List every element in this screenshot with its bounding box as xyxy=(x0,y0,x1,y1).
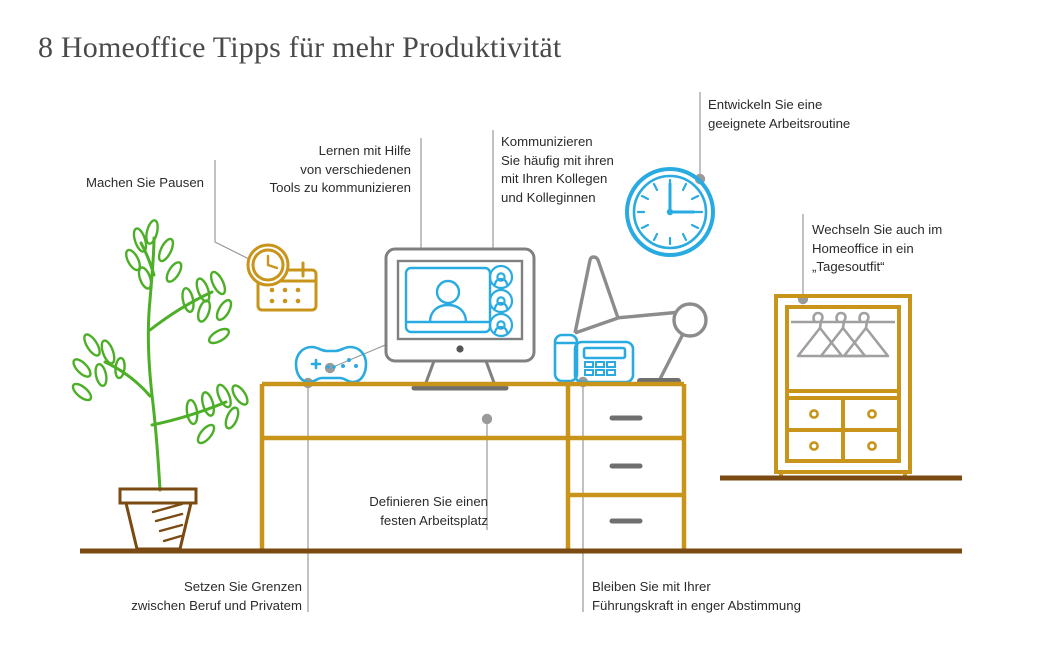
wardrobe-outer xyxy=(774,294,912,474)
phone-handset xyxy=(553,333,579,383)
wardrobe-knob-2 xyxy=(867,409,877,419)
plant-leaves xyxy=(71,219,249,445)
wardrobe-knob-1 xyxy=(809,409,819,419)
hanger-3 xyxy=(842,311,890,358)
monitor-icon xyxy=(384,247,536,391)
lamp-arm-lower xyxy=(657,333,685,382)
wardrobe-icon xyxy=(774,294,912,478)
monitor-participants xyxy=(488,264,514,338)
wardrobe-knobs xyxy=(809,409,877,451)
drawer-handles xyxy=(609,415,643,524)
gamepad-dpad xyxy=(310,358,322,370)
dot-arbeitsplatz xyxy=(481,413,493,425)
plant-branch-right-lower xyxy=(150,400,228,427)
tip-bleiben-sie-abstimmung: Bleiben Sie mit Ihrer Führungskraft in e… xyxy=(592,579,801,613)
tip-wechseln-sie-tagesoutfit: Wechseln Sie auch im Homeoffice in ein „… xyxy=(812,222,943,274)
lamp-shade-bottom xyxy=(574,316,619,335)
ground-lines xyxy=(80,475,962,554)
wall-clock-center xyxy=(666,208,674,216)
monitor-power-dot xyxy=(456,345,464,353)
wall-clock-ticks xyxy=(636,178,704,246)
video-person-head xyxy=(435,279,461,305)
tip-setzen-sie-grenzen: Setzen Sie Grenzen zwischen Beruf und Pr… xyxy=(131,579,302,613)
pot-texture xyxy=(151,502,184,543)
participant-1 xyxy=(488,264,514,290)
pot-rim xyxy=(118,487,198,505)
tip-lernen-mit-hilfe: Lernen mit Hilfe von verschiedenen Tools… xyxy=(269,143,411,195)
wardrobe-knob-3 xyxy=(809,441,819,451)
wall-clock-outer xyxy=(625,167,715,257)
clock-calendar-icon xyxy=(246,243,318,312)
participant-2 xyxy=(488,288,514,314)
plant-icon xyxy=(71,219,249,551)
gamepad-buttons xyxy=(326,358,358,369)
lamp-shade xyxy=(573,255,620,334)
tip-entwickeln-sie-arbeitsroutine: Entwickeln Sie eine geeignete Arbeitsrou… xyxy=(708,97,851,131)
calendar-dots xyxy=(269,287,301,304)
plant-pot xyxy=(118,487,198,551)
plant-branch-left xyxy=(103,360,152,398)
plant-branch-right-upper xyxy=(148,290,214,332)
tip-definieren-sie-arbeitsplatz: Definieren Sie einen festen Arbeitsplatz xyxy=(369,494,488,528)
wardrobe-knob-4 xyxy=(867,441,877,451)
connector-pausen xyxy=(214,160,256,263)
plant-branch-top xyxy=(139,241,156,277)
video-person-body xyxy=(428,303,468,323)
page-title: 8 Homeoffice Tipps für mehr Produktivitä… xyxy=(38,31,562,64)
calendar-clock-hands xyxy=(266,254,279,270)
wall-clock-icon xyxy=(625,167,715,257)
phone-keypad xyxy=(584,361,616,376)
participant-3 xyxy=(488,312,514,338)
phone-display xyxy=(582,346,627,360)
lamp-joint xyxy=(672,302,708,338)
tip-kommunizieren-sie-haeufig: Kommunizieren Sie häufig mit ihren mit I… xyxy=(501,134,614,205)
tip-machen-sie-pausen: Machen Sie Pausen xyxy=(85,175,204,190)
lamp-arm-upper xyxy=(615,310,682,320)
desk-lamp-icon xyxy=(573,255,708,384)
wardrobe-hangers xyxy=(791,311,895,358)
wall-clock-inner xyxy=(632,174,708,250)
phone-icon xyxy=(553,333,635,384)
